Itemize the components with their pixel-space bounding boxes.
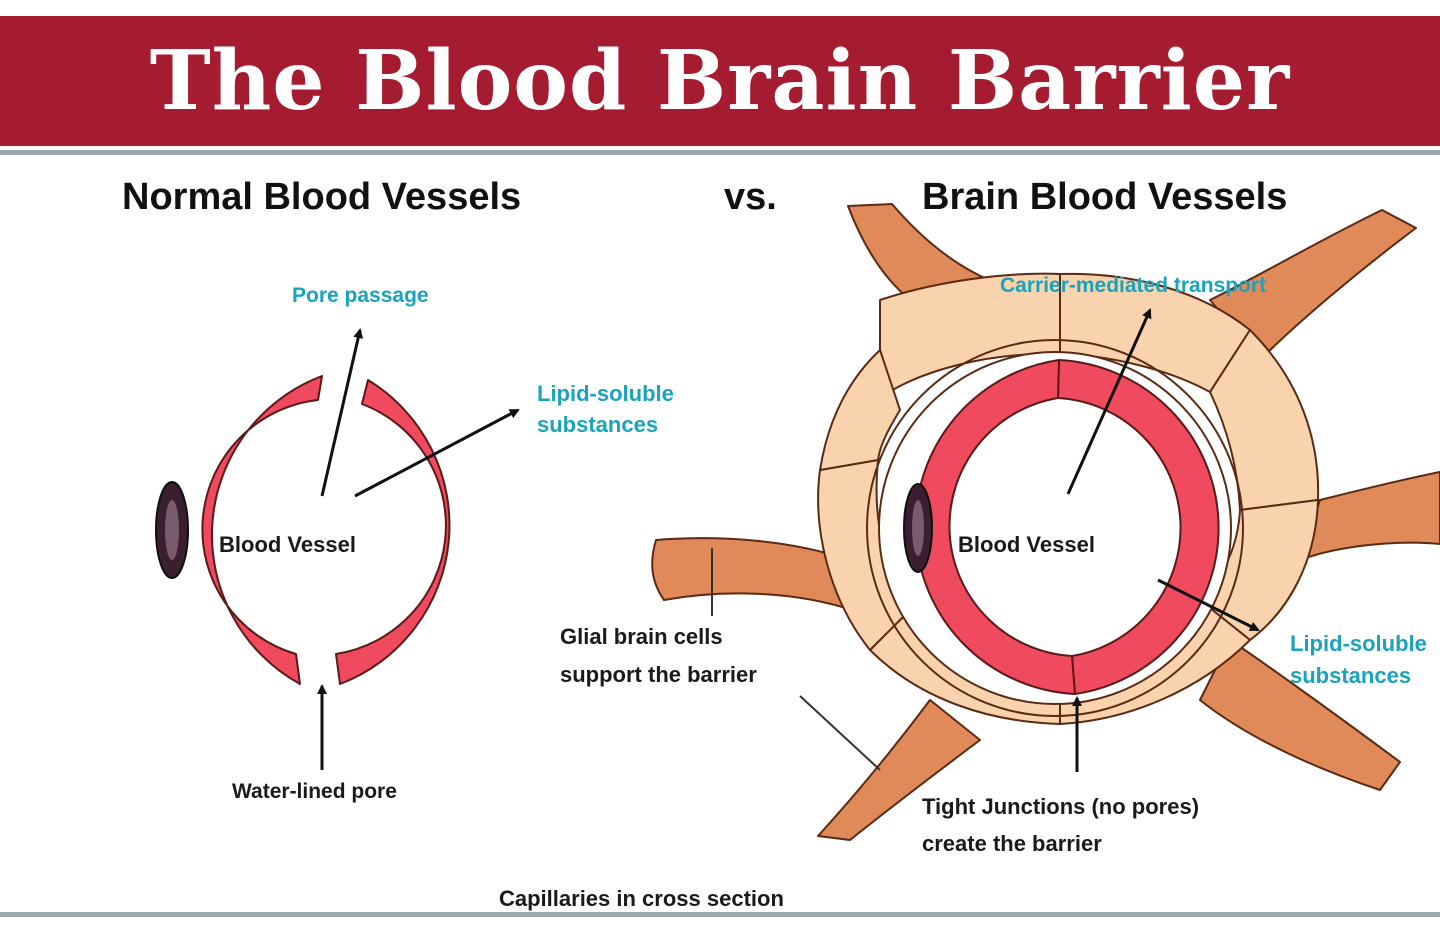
page-title: The Blood Brain Barrier <box>149 33 1291 129</box>
heading-brain-vessels: Brain Blood Vessels <box>922 176 1288 218</box>
tight-junctions-label-2: create the barrier <box>922 831 1102 856</box>
brain-vessel-wall-bottom <box>914 359 1076 695</box>
brain-vessel-wall-top <box>1057 359 1220 695</box>
brain-vessel: Carrier-mediated transport Blood Vessel … <box>560 203 1440 856</box>
glial-cells-label-2: support the barrier <box>560 662 757 687</box>
lipid-soluble-label-brain-2: substances <box>1290 663 1411 688</box>
top-divider <box>0 150 1440 155</box>
carrier-transport-arrow <box>1066 308 1152 495</box>
lipid-soluble-label-normal-1: Lipid-soluble <box>537 381 674 406</box>
lipid-soluble-arrow-brain <box>1157 578 1260 632</box>
water-lined-pore-label: Water-lined pore <box>232 780 397 803</box>
normal-vessel-wall-right <box>335 379 451 685</box>
title-banner: The Blood Brain Barrier <box>0 16 1440 146</box>
carrier-mediated-label: Carrier-mediated transport <box>1000 274 1266 297</box>
blood-vessel-label-brain: Blood Vessel <box>958 532 1095 557</box>
diagram-caption: Capillaries in cross section <box>499 886 784 911</box>
lipid-soluble-arrow-normal <box>354 408 520 498</box>
brain-cell-nucleus <box>903 483 933 573</box>
lipid-soluble-label-normal-2: substances <box>537 412 658 437</box>
tight-junctions-label-1: Tight Junctions (no pores) <box>922 794 1199 819</box>
normal-cell-nucleus <box>155 481 189 579</box>
normal-vessel-wall-left <box>201 375 323 685</box>
heading-vs: vs. <box>724 176 777 218</box>
normal-vessel: Pore passage Lipid-soluble substances Bl… <box>155 284 674 803</box>
pore-passage-arrow <box>320 328 364 497</box>
heading-normal-vessels: Normal Blood Vessels <box>122 176 522 218</box>
glial-cells-label-1: Glial brain cells <box>560 624 723 649</box>
bottom-divider <box>0 912 1440 917</box>
pore-passage-label: Pore passage <box>292 284 429 307</box>
lipid-soluble-label-brain-1: Lipid-soluble <box>1290 631 1427 656</box>
glial-leader-line-2 <box>799 695 881 771</box>
top-strip <box>0 0 1440 16</box>
blood-vessel-label-normal: Blood Vessel <box>219 532 356 557</box>
